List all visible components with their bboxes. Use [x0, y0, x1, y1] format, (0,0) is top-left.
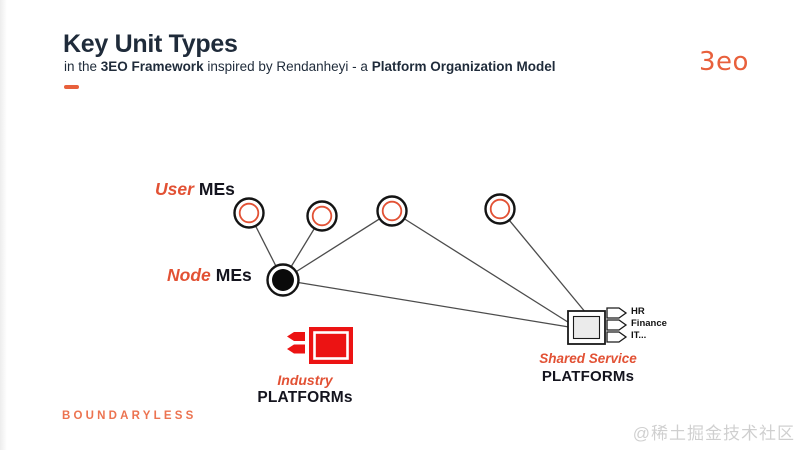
connection-line-user3-shared	[391, 210, 572, 325]
industry-arrow-icon-2	[287, 344, 305, 354]
left-edge-shade	[0, 0, 7, 450]
industry-platforms-label: Industry PLATFORMs	[225, 371, 385, 407]
industry-label-rest: PLATFORMs	[257, 389, 353, 406]
shared-service-label-rest: PLATFORMs	[541, 368, 635, 385]
user-me-circle-3	[376, 195, 408, 227]
tag-arrow-hr-icon	[606, 307, 628, 319]
shared-service-platforms-label: Shared Service PLATFORMs	[508, 350, 668, 386]
watermark: @稀土掘金技术社区	[632, 424, 795, 443]
user-mes-label-accent: User	[155, 179, 194, 199]
industry-platform-icon	[287, 327, 353, 364]
user-me-circle-1	[233, 197, 265, 229]
node-mes-label-rest: MEs	[215, 265, 252, 285]
connection-line-node-shared	[282, 279, 570, 328]
page-title: Key Unit Types	[63, 30, 238, 58]
user-me-circle-4	[484, 193, 516, 225]
subtitle-bold-platform-model: Platform Organization Model	[371, 59, 556, 74]
shared-service-platform-icon	[567, 307, 628, 345]
connection-line-user3-node	[282, 210, 393, 281]
3eo-logo: 3eo	[699, 47, 749, 77]
node-me-circle	[266, 263, 300, 297]
tag-arrow-finance-icon	[606, 319, 628, 331]
user-me-circle-2	[306, 200, 338, 232]
tag-label-finance: Finance	[631, 318, 667, 329]
user-mes-label-rest: MEs	[198, 179, 235, 199]
tag-arrow-it-icon	[606, 331, 628, 343]
industry-arrow-icon-1	[287, 332, 305, 341]
connection-lines	[248, 208, 587, 328]
subtitle-text: in the	[64, 59, 101, 74]
boundaryless-logo: BOUNDARYLESS	[62, 410, 197, 422]
accent-dash	[64, 85, 79, 89]
tag-label-it: IT...	[631, 330, 647, 341]
subtitle: in the 3EO Framework inspired by Rendanh…	[64, 59, 555, 74]
connection-line-user4-shared	[499, 208, 587, 314]
industry-label-accent: Industry	[277, 372, 333, 388]
node-mes-label-accent: Node	[167, 265, 211, 285]
tag-label-hr: HR	[631, 306, 645, 317]
subtitle-text-2: inspired by Rendanheyi - a	[203, 59, 372, 74]
subtitle-bold-3eo-framework: 3EO Framework	[100, 59, 204, 74]
shared-service-label-accent: Shared Service	[539, 351, 637, 366]
